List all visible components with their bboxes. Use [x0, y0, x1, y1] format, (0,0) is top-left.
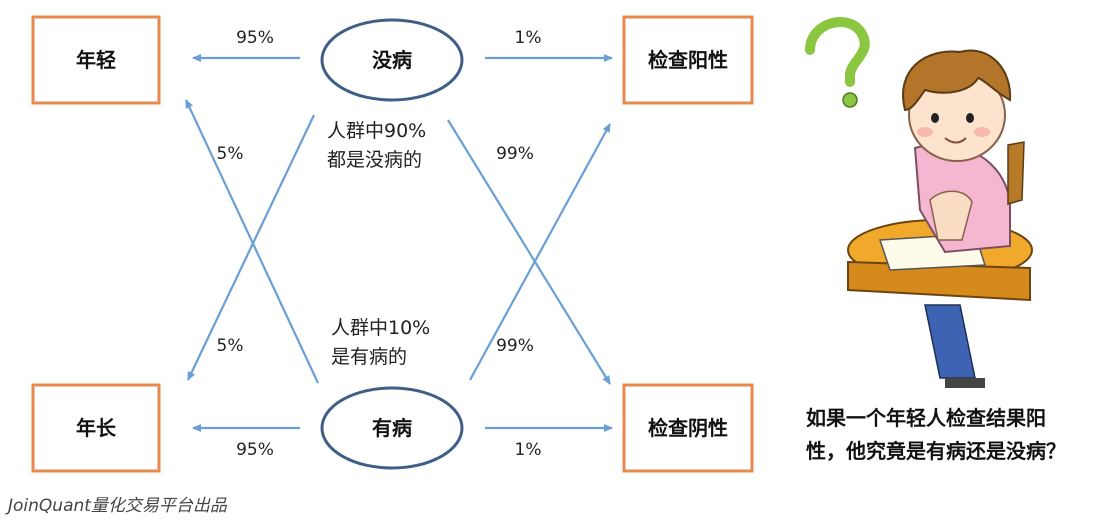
edge-sick-positive-pct: 99% [496, 336, 534, 356]
sick-note-line2: 是有病的 [331, 346, 407, 368]
healthy-note-line1: 人群中90% [327, 120, 426, 142]
edge-sick-young-pct: 5% [217, 336, 244, 356]
node-sick-label: 有病 [372, 416, 412, 440]
node-test-positive-label: 检查阳性 [648, 48, 728, 72]
question-line1: 如果一个年轻人检查结果阳 [806, 406, 1046, 430]
edge-healthy-old-pct: 5% [217, 144, 244, 164]
arrow-healthy-to-old [188, 115, 314, 380]
node-young-label: 年轻 [76, 48, 116, 72]
edge-sick-old-pct: 95% [236, 440, 274, 460]
healthy-note-line2: 都是没病的 [327, 149, 422, 171]
question-line2: 性，他究竟是有病还是没病？ [806, 439, 1066, 463]
node-old-label: 年长 [76, 416, 117, 440]
edge-healthy-positive-pct: 1% [515, 28, 542, 48]
node-healthy-label: 没病 [372, 48, 412, 72]
edge-healthy-young-pct: 95% [236, 28, 274, 48]
arrow-sick-to-positive [470, 124, 610, 380]
watermark-text: JoinQuant量化交易平台出品 [5, 496, 228, 516]
student-illustration [810, 22, 1032, 388]
question-mark-icon [810, 22, 865, 82]
edge-sick-negative-pct: 1% [515, 440, 542, 460]
sick-note-line1: 人群中10% [331, 317, 430, 339]
edge-healthy-negative-pct: 99% [496, 144, 534, 164]
node-test-negative-label: 检查阴性 [648, 416, 728, 440]
